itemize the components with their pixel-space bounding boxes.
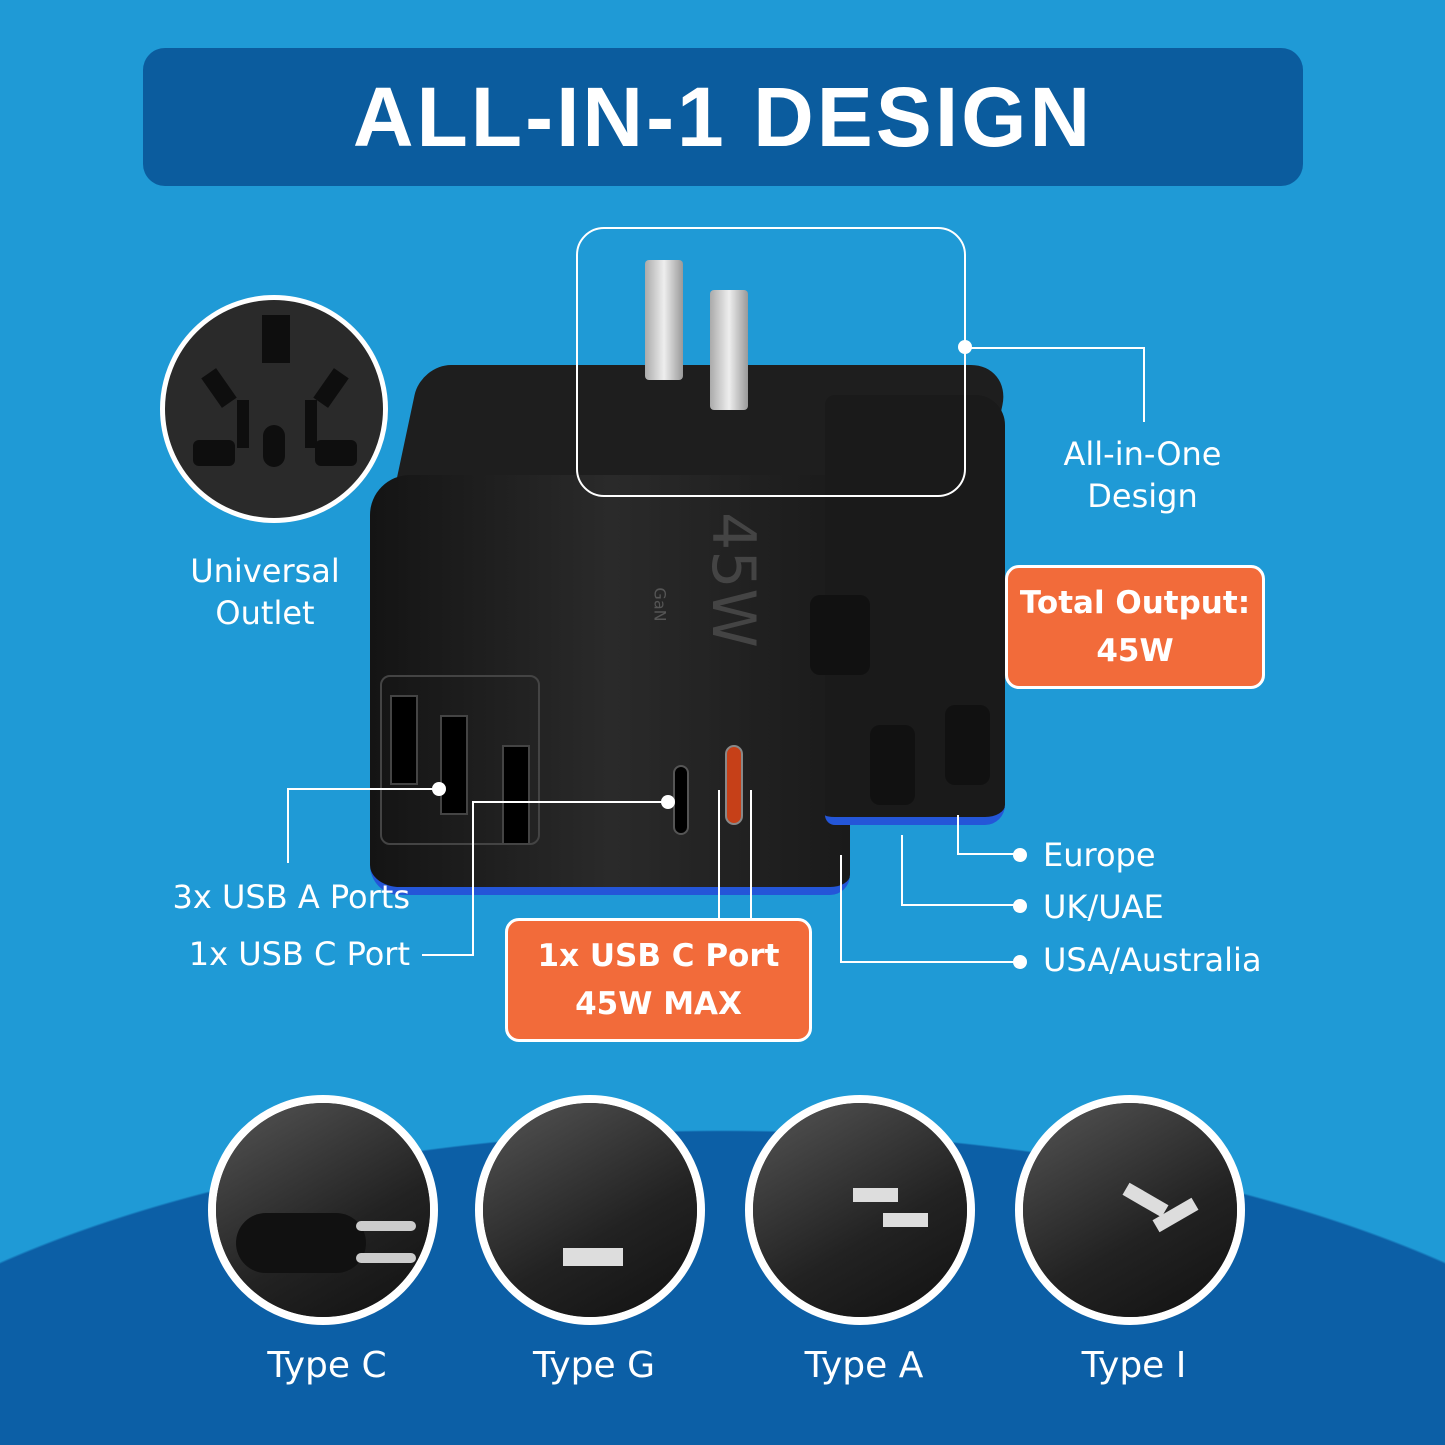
usb-a-port-a1 xyxy=(502,745,530,845)
gan-marking: GaN xyxy=(650,587,670,622)
callout-dot xyxy=(661,795,675,809)
uk-label: UK/UAE xyxy=(1043,888,1164,926)
page-title: ALL-IN-1 DESIGN xyxy=(352,69,1094,164)
adapter-device-image: 45W GaN xyxy=(365,260,1015,915)
type-i-label: Type I xyxy=(1081,1345,1187,1386)
usb-c-port-c1 xyxy=(725,745,743,825)
universal-outlet-label: Universal Outlet xyxy=(190,552,340,632)
callout-line xyxy=(472,801,662,955)
callout-line xyxy=(901,835,1017,906)
type-c-label: Type C xyxy=(267,1345,387,1386)
type-a-image xyxy=(745,1095,975,1325)
usb-a-port-a2 xyxy=(440,715,468,815)
type-a-label: Type A xyxy=(804,1345,924,1386)
type-g-image xyxy=(475,1095,705,1325)
universal-outlet-image xyxy=(160,295,388,523)
watt-marking: 45W xyxy=(697,512,768,648)
callout-line xyxy=(287,788,437,863)
usa-slider xyxy=(810,595,870,675)
usb-a-label: 3x USB A Ports xyxy=(172,878,411,916)
all-in-one-label: All-in-One Design xyxy=(1063,435,1222,515)
callout-line xyxy=(957,815,1017,855)
usb-c-max-badge: 1x USB C Port 45W MAX xyxy=(505,918,812,1042)
callout-line xyxy=(718,790,752,920)
usa-label: USA/Australia xyxy=(1043,941,1262,979)
eu-slider xyxy=(945,705,990,785)
usb-c-port-c2 xyxy=(673,765,689,835)
usb-c-max-value: 45W MAX xyxy=(575,986,742,1022)
europe-label: Europe xyxy=(1043,836,1156,874)
total-output-value: 45W xyxy=(1096,633,1174,669)
callout-dot xyxy=(432,782,446,796)
callout-dot xyxy=(1013,848,1027,862)
callout-line xyxy=(422,954,474,956)
plug-highlight-box xyxy=(576,227,966,497)
type-i-image xyxy=(1015,1095,1245,1325)
total-output-title: Total Output: xyxy=(1019,585,1251,621)
uk-slider xyxy=(870,725,915,805)
callout-line xyxy=(965,347,1145,422)
usb-a-port-a3 xyxy=(390,695,418,785)
callout-dot xyxy=(1013,955,1027,969)
total-output-badge: Total Output: 45W xyxy=(1005,565,1265,689)
usb-c-max-title: 1x USB C Port xyxy=(537,938,780,974)
type-g-label: Type G xyxy=(532,1345,656,1386)
callout-line xyxy=(840,855,1017,963)
type-c-image xyxy=(208,1095,438,1325)
usb-c-label: 1x USB C Port xyxy=(188,935,410,973)
header-banner: ALL-IN-1 DESIGN xyxy=(143,48,1303,186)
callout-dot xyxy=(1013,899,1027,913)
